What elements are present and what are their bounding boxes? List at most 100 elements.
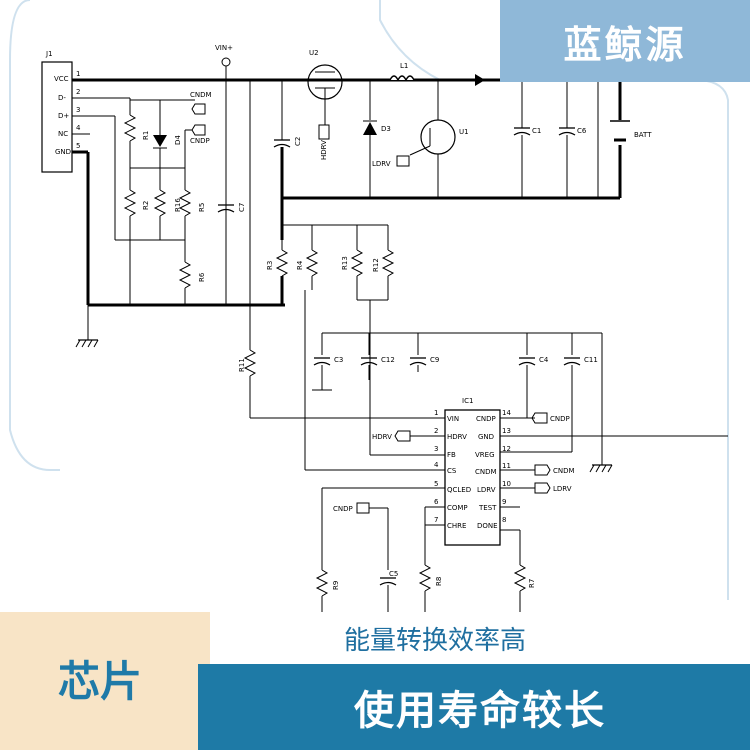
resistor-r12 (381, 249, 395, 277)
schematic-frame-right (379, 0, 729, 600)
ic1-pin-label: CHRE (447, 522, 466, 530)
c4-label: C4 (539, 356, 549, 364)
r16-label: R16 (174, 198, 182, 212)
brand-name: 蓝鲸源 (563, 22, 687, 67)
schematic-frame (9, 0, 60, 471)
j1-pin-label: D- (58, 94, 66, 102)
chip-label: 芯片 (58, 657, 143, 706)
ic1-pin-num: 5 (434, 480, 438, 488)
wire (409, 145, 431, 156)
resistor-r11 (243, 349, 257, 377)
vin-terminal (221, 57, 231, 67)
u1-label: U1 (459, 128, 469, 136)
c9-label: C9 (430, 356, 439, 364)
ic1-pin-num: 12 (502, 445, 511, 453)
j1-pin-num: 2 (76, 88, 80, 96)
j1-connector (41, 61, 73, 173)
ic1-left-pins: VIN HDRV FB CS QCLED COMP CHRE 1 2 3 4 5… (434, 409, 471, 530)
ic1-pin-label: COMP (447, 504, 468, 512)
j1-label: J1 (45, 50, 53, 58)
j1-pin-num: 4 (76, 124, 81, 132)
r1-label: R1 (142, 131, 150, 140)
ground-icon (75, 339, 99, 348)
resistor-r9 (315, 569, 329, 597)
resistor-r7 (513, 564, 527, 592)
ic1-pin-num: 8 (502, 516, 506, 524)
ic1-pin-label: TEST (478, 504, 497, 512)
feature-lifespan: 使用寿命较长 (354, 688, 606, 734)
feature-efficiency-panel: 能量转换效率高 (210, 612, 750, 664)
ldrv-port-right (534, 482, 551, 494)
j1-pin-label: D+ (58, 112, 69, 120)
ldrv-label-right: LDRV (553, 485, 572, 493)
cndm-label: CNDM (190, 91, 212, 99)
ic1-pin-label: QCLED (447, 486, 471, 494)
u2-label: U2 (309, 49, 319, 57)
chip-panel (0, 612, 210, 750)
ic1-pin-label: FB (447, 451, 456, 459)
ic1-pin-label: DONE (477, 522, 498, 530)
ic1-pin-label: VREG (475, 451, 495, 459)
ic1-pin-num: 1 (434, 409, 438, 417)
ic1-label: IC1 (462, 397, 473, 405)
ic1-pin-label: GND (478, 433, 494, 441)
c2-label: C2 (294, 137, 302, 146)
diode-d4 (153, 135, 167, 147)
resistor-r4 (305, 249, 319, 277)
ic1-pin-num: 9 (502, 498, 506, 506)
r13-label: R13 (341, 256, 349, 270)
resistor-r6 (178, 261, 192, 289)
hdrv-port-ic (394, 430, 411, 442)
ground-icon (589, 464, 613, 473)
j1-pin-label: VCC (54, 75, 69, 83)
hdrv-label-ic: HDRV (372, 433, 392, 441)
hdrv-label: HDRV (320, 140, 328, 160)
r2-label: R2 (142, 201, 150, 210)
d4-label: D4 (174, 135, 182, 145)
mosfet-u1 (420, 119, 456, 155)
resistor-r16 (153, 189, 167, 217)
j1-pin-num: 1 (76, 70, 80, 78)
c5-label: C5 (389, 570, 398, 578)
ic1-pin-num: 10 (502, 480, 511, 488)
feature-efficiency: 能量转换效率高 (343, 625, 526, 656)
c3-label: C3 (334, 356, 343, 364)
l1-label: L1 (400, 62, 408, 70)
r9-label: R9 (332, 581, 340, 590)
j1-pin-label: NC (58, 130, 68, 138)
ic1-pin-num: 2 (434, 427, 438, 435)
r8-label: R8 (435, 577, 443, 586)
cndp-port-right (531, 412, 548, 424)
feature-lifespan-panel: 使用寿命较长 (210, 664, 750, 750)
cndp-label-ic: CNDP (333, 505, 353, 513)
resistor-r8 (418, 564, 432, 592)
ic1-pin-num: 4 (434, 461, 439, 469)
ic1-pin-label: HDRV (447, 433, 467, 441)
ic1-pin-num: 6 (434, 498, 439, 506)
r6-label: R6 (198, 272, 206, 282)
cndp-port-ic (356, 502, 370, 514)
ic1-pin-label: CS (447, 467, 457, 475)
ic1-pin-num: 3 (434, 445, 438, 453)
r4-label: R4 (296, 260, 304, 270)
c11-label: C11 (584, 356, 598, 364)
ic1-pin-label: VIN (447, 415, 459, 423)
ic1-right-pins: CNDP GND VREG CNDM LDRV TEST DONE 14 13 … (475, 409, 511, 530)
j1-pins: VCC D- D+ NC GND 1 2 3 4 5 (54, 70, 81, 156)
cndm-port (191, 103, 206, 115)
j1-pin-num: 3 (76, 106, 80, 114)
ic1-pin-num: 13 (502, 427, 511, 435)
ic1-pin-num: 11 (502, 462, 511, 470)
r7-label: R7 (528, 579, 536, 588)
ic1-pin-label: CNDM (475, 468, 497, 476)
c7-label: C7 (238, 203, 246, 212)
brand-banner: 蓝鲸源 (500, 0, 750, 82)
ldrv-label: LDRV (372, 160, 391, 168)
r12-label: R12 (372, 258, 380, 272)
cndp-port (191, 124, 206, 136)
c6-label: C6 (577, 127, 587, 135)
c1-label: C1 (532, 127, 541, 135)
divider (198, 664, 210, 750)
c12-label: C12 (381, 356, 395, 364)
